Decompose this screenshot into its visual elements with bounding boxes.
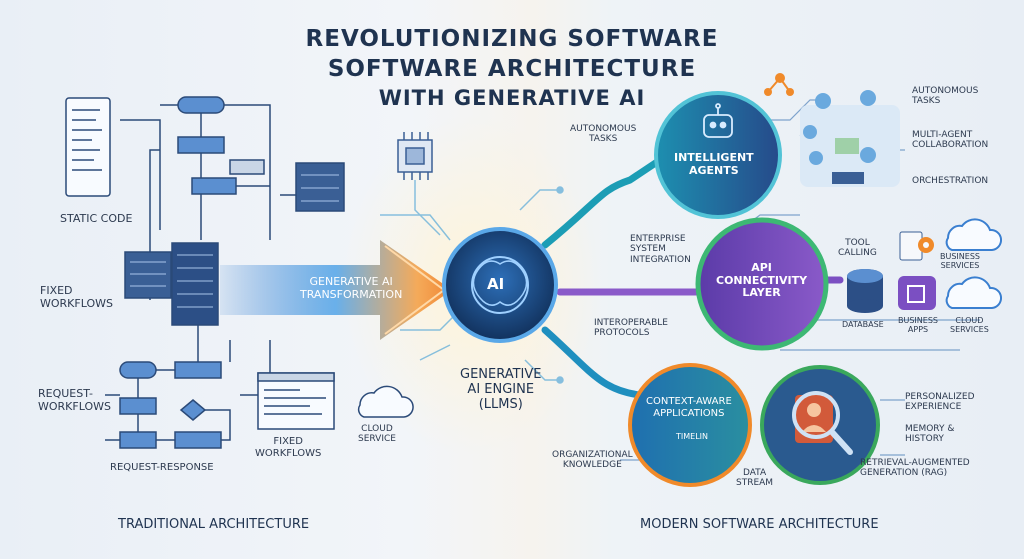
orchestration-label: ORCHESTRATION <box>912 176 989 186</box>
ai-engine-label: GENERATIVE AI ENGINE (LLMs) <box>460 367 542 412</box>
request-response-label: REQUEST-RESPONSE <box>110 462 214 473</box>
cloud-icon <box>945 218 1002 251</box>
brain-icon <box>472 260 528 306</box>
circuit-traces <box>380 180 564 384</box>
traditional-flowchart <box>65 96 345 449</box>
multi-agent-label: MULTI-AGENT COLLABORATION <box>912 130 989 151</box>
app-cube-icon <box>898 276 936 310</box>
transformation-arrow <box>220 240 452 340</box>
request-workflows-label: REQUEST- WORKFLOWS <box>38 387 111 413</box>
context-aware-node <box>628 363 752 487</box>
static-code-label: STATIC CODE <box>60 212 133 225</box>
autonomous-tasks-left-label: AUTONOMOUS TASKS <box>570 124 637 145</box>
org-knowledge-label: ORGANIZATIONAL KNOWLEDGE <box>552 450 633 471</box>
data-stream-label: DATA STREAM <box>736 468 774 489</box>
fixed-workflows-bottom-label: FIXED WORKFLOWS <box>255 436 322 459</box>
transformation-label: GENERATIVE AI TRANSFORMATION <box>300 275 403 301</box>
intelligent-agents-label: INTELLIGENT AGENTS <box>674 151 754 177</box>
agent-network <box>764 73 900 187</box>
api-layer-node <box>695 217 829 351</box>
rag-label: RETRIEVAL-AUGMENTED GENERATION (RAG) <box>860 458 970 479</box>
cloud-service-label: CLOUD SERVICE <box>358 424 396 445</box>
autonomous-tasks-right-label: AUTONOMOUS TASKS <box>912 86 979 107</box>
title-line-1: REVOLUTIONIZING SOFTWARE <box>305 26 719 52</box>
database-label: DATABASE <box>842 320 884 329</box>
api-layer-label: API CONNECTIVITY LAYER <box>716 261 808 300</box>
enterprise-integration-label: ENTERPRISE SYSTEM INTEGRATION <box>630 234 691 265</box>
gear-icon <box>899 231 934 261</box>
business-services-label: BUSINESS SERVICES <box>940 252 980 271</box>
ai-core-label: AI <box>487 275 505 293</box>
chip-icon <box>397 132 433 180</box>
traditional-section-label: TRADITIONAL ARCHITECTURE <box>118 517 310 532</box>
personalized-label: PERSONALIZED EXPERIENCE <box>905 392 975 413</box>
modern-section-label: MODERN SOFTWARE ARCHITECTURE <box>640 517 879 532</box>
search-person-icon <box>792 391 853 455</box>
context-aware-label: CONTEXT-AWARE APPLICATIONS <box>646 396 732 419</box>
robot-icon <box>703 103 733 138</box>
database-icon <box>847 269 883 313</box>
tool-calling-label: TOOL CALLING <box>838 238 877 259</box>
business-apps-label: BUSINESS APPS <box>898 316 938 335</box>
interoperable-label: INTEROPERABLE PROTOCOLS <box>594 318 668 339</box>
cloud-icon <box>357 385 414 418</box>
cloud-services-label: CLOUD SERVICES <box>950 316 989 335</box>
title-line-3: WITH GENERATIVE AI <box>378 86 646 110</box>
title-line-2: SOFTWARE ARCHITECTURE <box>327 56 697 82</box>
cloud-icon <box>945 276 1002 309</box>
memory-label: MEMORY & HISTORY <box>905 424 955 445</box>
timeline-label: TIMELIN <box>676 432 709 441</box>
fixed-workflows-label: FIXED WORKFLOWS <box>40 284 113 310</box>
intelligent-agents-node <box>654 91 782 219</box>
ai-core <box>442 227 558 343</box>
